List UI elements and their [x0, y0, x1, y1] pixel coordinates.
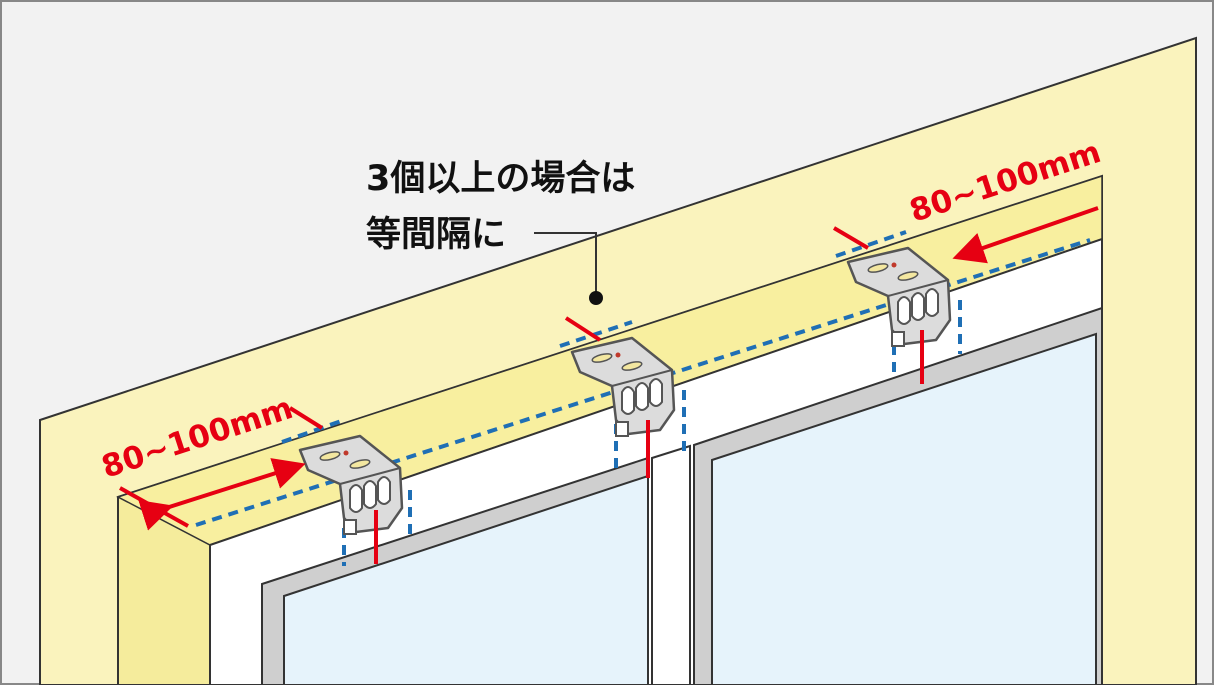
right-dimension-arrow: [952, 206, 1099, 264]
guide-left-top: [281, 418, 345, 444]
callout-text-line-1: 3個以上の場合は: [366, 159, 636, 199]
right-glass: [711, 332, 1097, 685]
center-top-tick: [564, 316, 602, 342]
left-dimension-arrow: [138, 458, 306, 531]
callout-leader: [534, 232, 597, 298]
guide-right-top: [835, 230, 907, 258]
right-top-tick: [832, 226, 870, 250]
guide-center-top: [559, 320, 633, 348]
callout-text-line-2: 等間隔に: [366, 215, 507, 255]
callout-dot: [589, 291, 603, 305]
center-mullion: [651, 444, 691, 685]
left-top-tick: [288, 406, 324, 430]
left-glass: [283, 474, 649, 685]
